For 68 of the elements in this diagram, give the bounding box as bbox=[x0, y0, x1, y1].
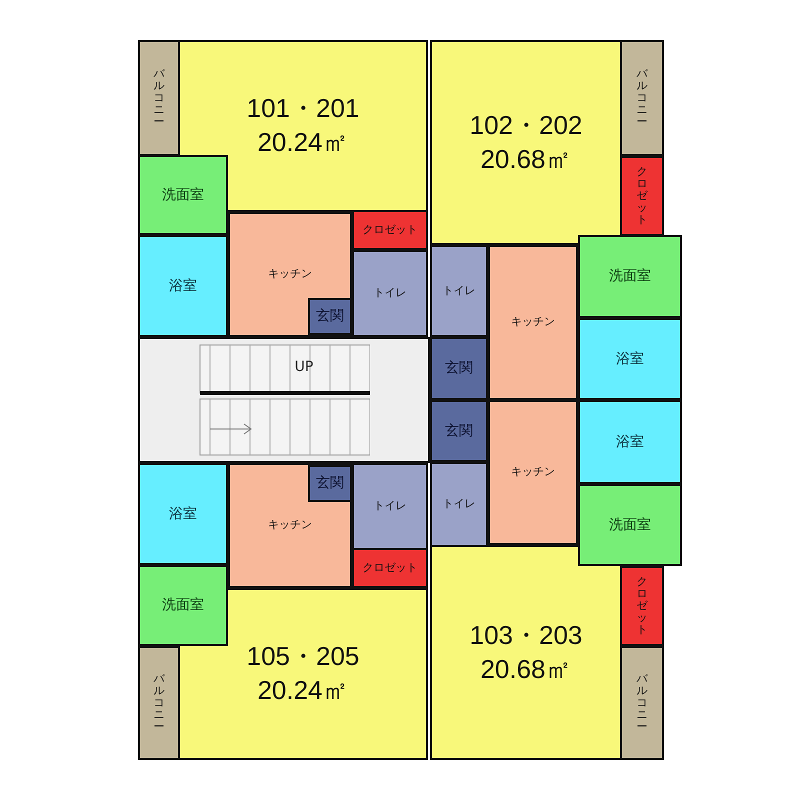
room-label: キッチン bbox=[511, 466, 555, 479]
living-room bbox=[430, 545, 622, 760]
room-label: 玄関 bbox=[445, 360, 473, 377]
room-label: クロゼット bbox=[362, 562, 418, 574]
entrance bbox=[308, 465, 352, 502]
living-room bbox=[430, 40, 622, 245]
floor-area: 20.68㎡ bbox=[480, 654, 572, 684]
room-label: トイレ bbox=[374, 287, 406, 300]
kitchen bbox=[228, 463, 352, 588]
floor-area: 20.24㎡ bbox=[257, 128, 349, 158]
room-number: 102・202 bbox=[470, 110, 582, 140]
room-label: バルコニー bbox=[636, 68, 648, 128]
room-label: UP bbox=[294, 359, 314, 376]
bathroom bbox=[138, 235, 228, 337]
room-label: 玄関 bbox=[316, 475, 344, 492]
room-label: 玄関 bbox=[316, 308, 344, 325]
balcony bbox=[620, 40, 664, 156]
room-label: 玄関 bbox=[445, 422, 473, 440]
washroom bbox=[138, 565, 228, 646]
washroom bbox=[578, 484, 682, 566]
washroom bbox=[578, 235, 682, 318]
washroom bbox=[138, 155, 228, 235]
kitchen bbox=[228, 212, 352, 337]
room-label: 洗面室 bbox=[609, 268, 651, 285]
room-label: キッチン bbox=[268, 268, 312, 281]
balcony bbox=[620, 646, 664, 760]
room-label: 洗面室 bbox=[162, 186, 204, 204]
floor-area: 20.68㎡ bbox=[480, 144, 572, 174]
closet bbox=[620, 156, 664, 236]
toilet-room bbox=[430, 245, 488, 337]
room-label: クロゼット bbox=[362, 224, 418, 236]
balcony bbox=[138, 40, 180, 156]
room-label: 浴室 bbox=[169, 278, 197, 294]
room-label: クロゼット bbox=[636, 576, 648, 636]
bathroom bbox=[578, 400, 682, 484]
room-label: キッチン bbox=[511, 316, 555, 329]
room-label: バルコニー bbox=[154, 672, 164, 734]
room-label: キッチン bbox=[268, 519, 312, 532]
stair-hall bbox=[138, 337, 430, 463]
toilet-room bbox=[352, 463, 428, 550]
room-label: トイレ bbox=[374, 500, 406, 513]
room-label: 洗面室 bbox=[162, 597, 204, 614]
room-number: 101・201 bbox=[246, 94, 360, 124]
closet bbox=[620, 566, 664, 646]
room-label: バルコニー bbox=[154, 68, 164, 128]
kitchen bbox=[488, 400, 578, 545]
room-label: 洗面室 bbox=[609, 516, 651, 534]
entrance bbox=[308, 298, 352, 335]
closet bbox=[352, 548, 428, 588]
toilet-room bbox=[430, 462, 488, 547]
bathroom bbox=[578, 318, 682, 400]
floor-area: 20.24㎡ bbox=[257, 676, 349, 706]
room-label: クロゼット bbox=[636, 166, 648, 226]
room-label: トイレ bbox=[442, 498, 476, 511]
room-label: バルコニー bbox=[636, 672, 648, 734]
room-label: 浴室 bbox=[616, 350, 644, 368]
kitchen bbox=[488, 245, 578, 400]
toilet-room bbox=[352, 250, 428, 337]
room-label: 浴室 bbox=[169, 506, 197, 522]
room-number: 103・203 bbox=[470, 620, 582, 650]
balcony bbox=[138, 646, 180, 760]
bathroom bbox=[138, 463, 228, 565]
entrance bbox=[430, 337, 488, 400]
room-label: 浴室 bbox=[616, 434, 644, 450]
room-number: 105・205 bbox=[246, 642, 360, 672]
room-label: トイレ bbox=[442, 284, 476, 298]
closet bbox=[352, 210, 428, 250]
entrance bbox=[430, 400, 488, 462]
